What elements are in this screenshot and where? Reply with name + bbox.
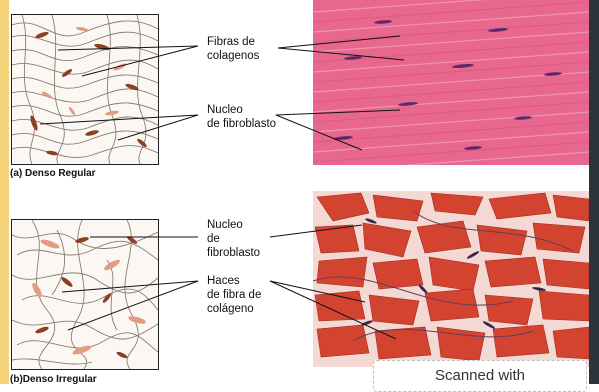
caption-denso-irregular: (b)Denso Irregular [10,374,97,385]
leader-fibras-b [82,46,198,76]
leader-fibras-c [278,36,400,48]
leader-lines [0,0,599,384]
label-haces-de-fibra-de-colageno: Haces de fibra de colágeno [207,274,261,316]
leader-haces-a [62,281,198,292]
leader-nucleo-d [276,115,362,150]
label-nucleo-de-fibroblasto-top: Nucleo de fibroblasto [207,103,276,131]
leader-haces-c [270,281,365,302]
leader-fibras-a [58,46,198,50]
label-nucleo-de-fibroblasto-bottom: Nucleo de fibroblasto [207,218,260,260]
leader-nucleo-f [270,225,362,237]
leader-fibras-d [278,48,404,60]
leader-haces-d [270,281,396,339]
caption-denso-regular: (a) Denso Regular [10,168,96,179]
label-fibras-de-colagenos: Fibras de colagenos [207,35,259,63]
scanned-with-badge: Scanned with [373,360,587,392]
leader-haces-b [68,281,198,330]
leader-nucleo-c [276,110,400,115]
